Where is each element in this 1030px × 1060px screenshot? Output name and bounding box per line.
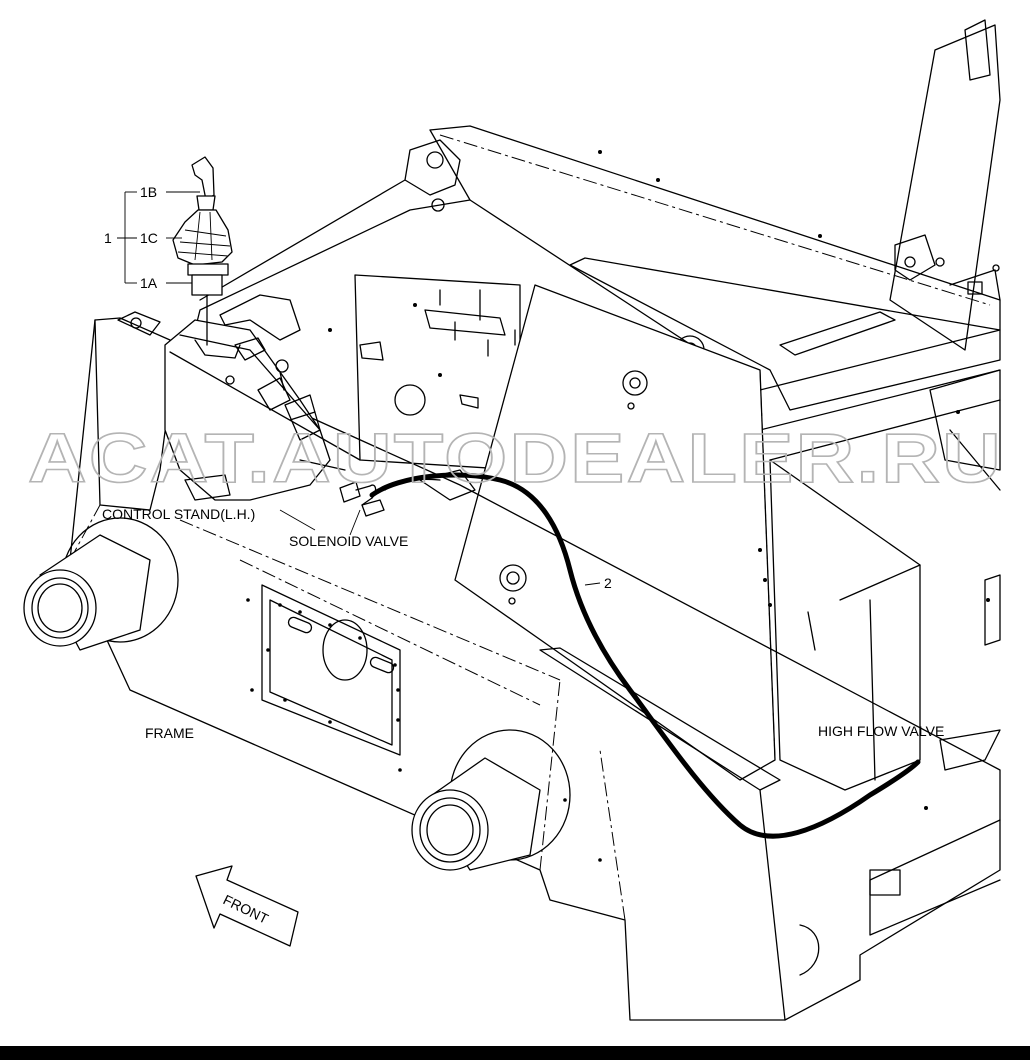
control-stand-lh	[94, 294, 361, 511]
right-axle	[411, 729, 571, 871]
left-axle	[23, 517, 179, 651]
frame-label: FRAME	[145, 725, 194, 741]
center-plate	[454, 284, 776, 781]
bottom-border-bar	[0, 1046, 1030, 1060]
solenoid-valve-label: SOLENOID VALVE	[289, 533, 408, 549]
high-flow-valve-housing	[769, 369, 1001, 810]
callout-1c-label: 1C	[140, 230, 158, 246]
joystick-assembly	[172, 156, 233, 346]
high-flow-valve-label: HIGH FLOW VALVE	[818, 723, 944, 739]
callout-2-label: 2	[604, 575, 612, 591]
front-arrow	[195, 865, 299, 947]
inner-compartment	[328, 257, 1001, 471]
control-stand-label: CONTROL STAND(L.H.)	[102, 506, 255, 522]
main-frame	[69, 319, 1001, 1021]
wire-harness	[369, 472, 921, 839]
callout-1a-label: 1A	[140, 275, 158, 291]
callout-lines	[117, 191, 601, 586]
watermark-text: ACAT.AUTODEALER.RU	[28, 419, 1003, 497]
callout-1b-label: 1B	[140, 184, 157, 200]
callout-1-label: 1	[104, 230, 112, 246]
